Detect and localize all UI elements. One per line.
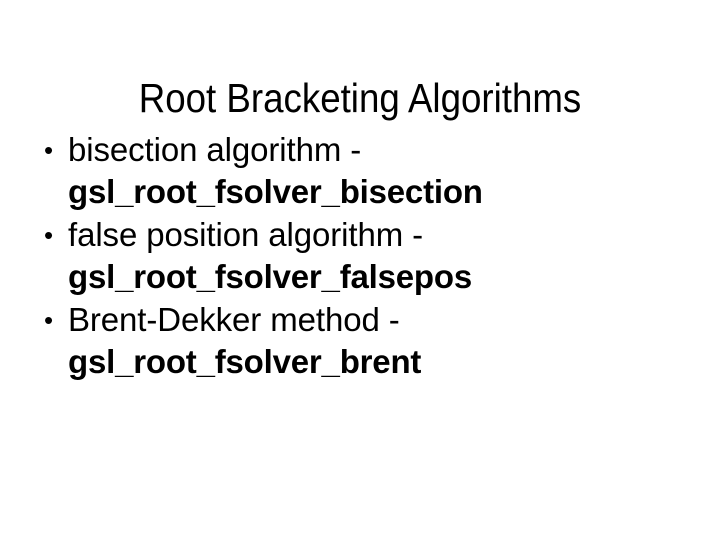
- bullet-list: • bisection algorithm - gsl_root_fsolver…: [0, 129, 720, 384]
- bullet-identifier: gsl_root_fsolver_falsepos: [68, 258, 472, 295]
- bullet-dot-icon: •: [44, 135, 54, 165]
- bullet-description: Brent-Dekker method -: [68, 301, 400, 338]
- bullet-identifier: gsl_root_fsolver_brent: [68, 343, 422, 380]
- page-title: Root Bracketing Algorithms: [138, 75, 582, 122]
- list-item: • false position algorithm - gsl_root_fs…: [0, 214, 720, 299]
- list-item: • bisection algorithm - gsl_root_fsolver…: [0, 129, 720, 214]
- bullet-description: false position algorithm -: [68, 216, 424, 253]
- bullet-dot-icon: •: [44, 305, 54, 335]
- bullet-description: bisection algorithm -: [68, 131, 362, 168]
- bullet-dot-icon: •: [44, 220, 54, 250]
- bullet-identifier: gsl_root_fsolver_bisection: [68, 173, 483, 210]
- list-item: • Brent-Dekker method - gsl_root_fsolver…: [0, 299, 720, 384]
